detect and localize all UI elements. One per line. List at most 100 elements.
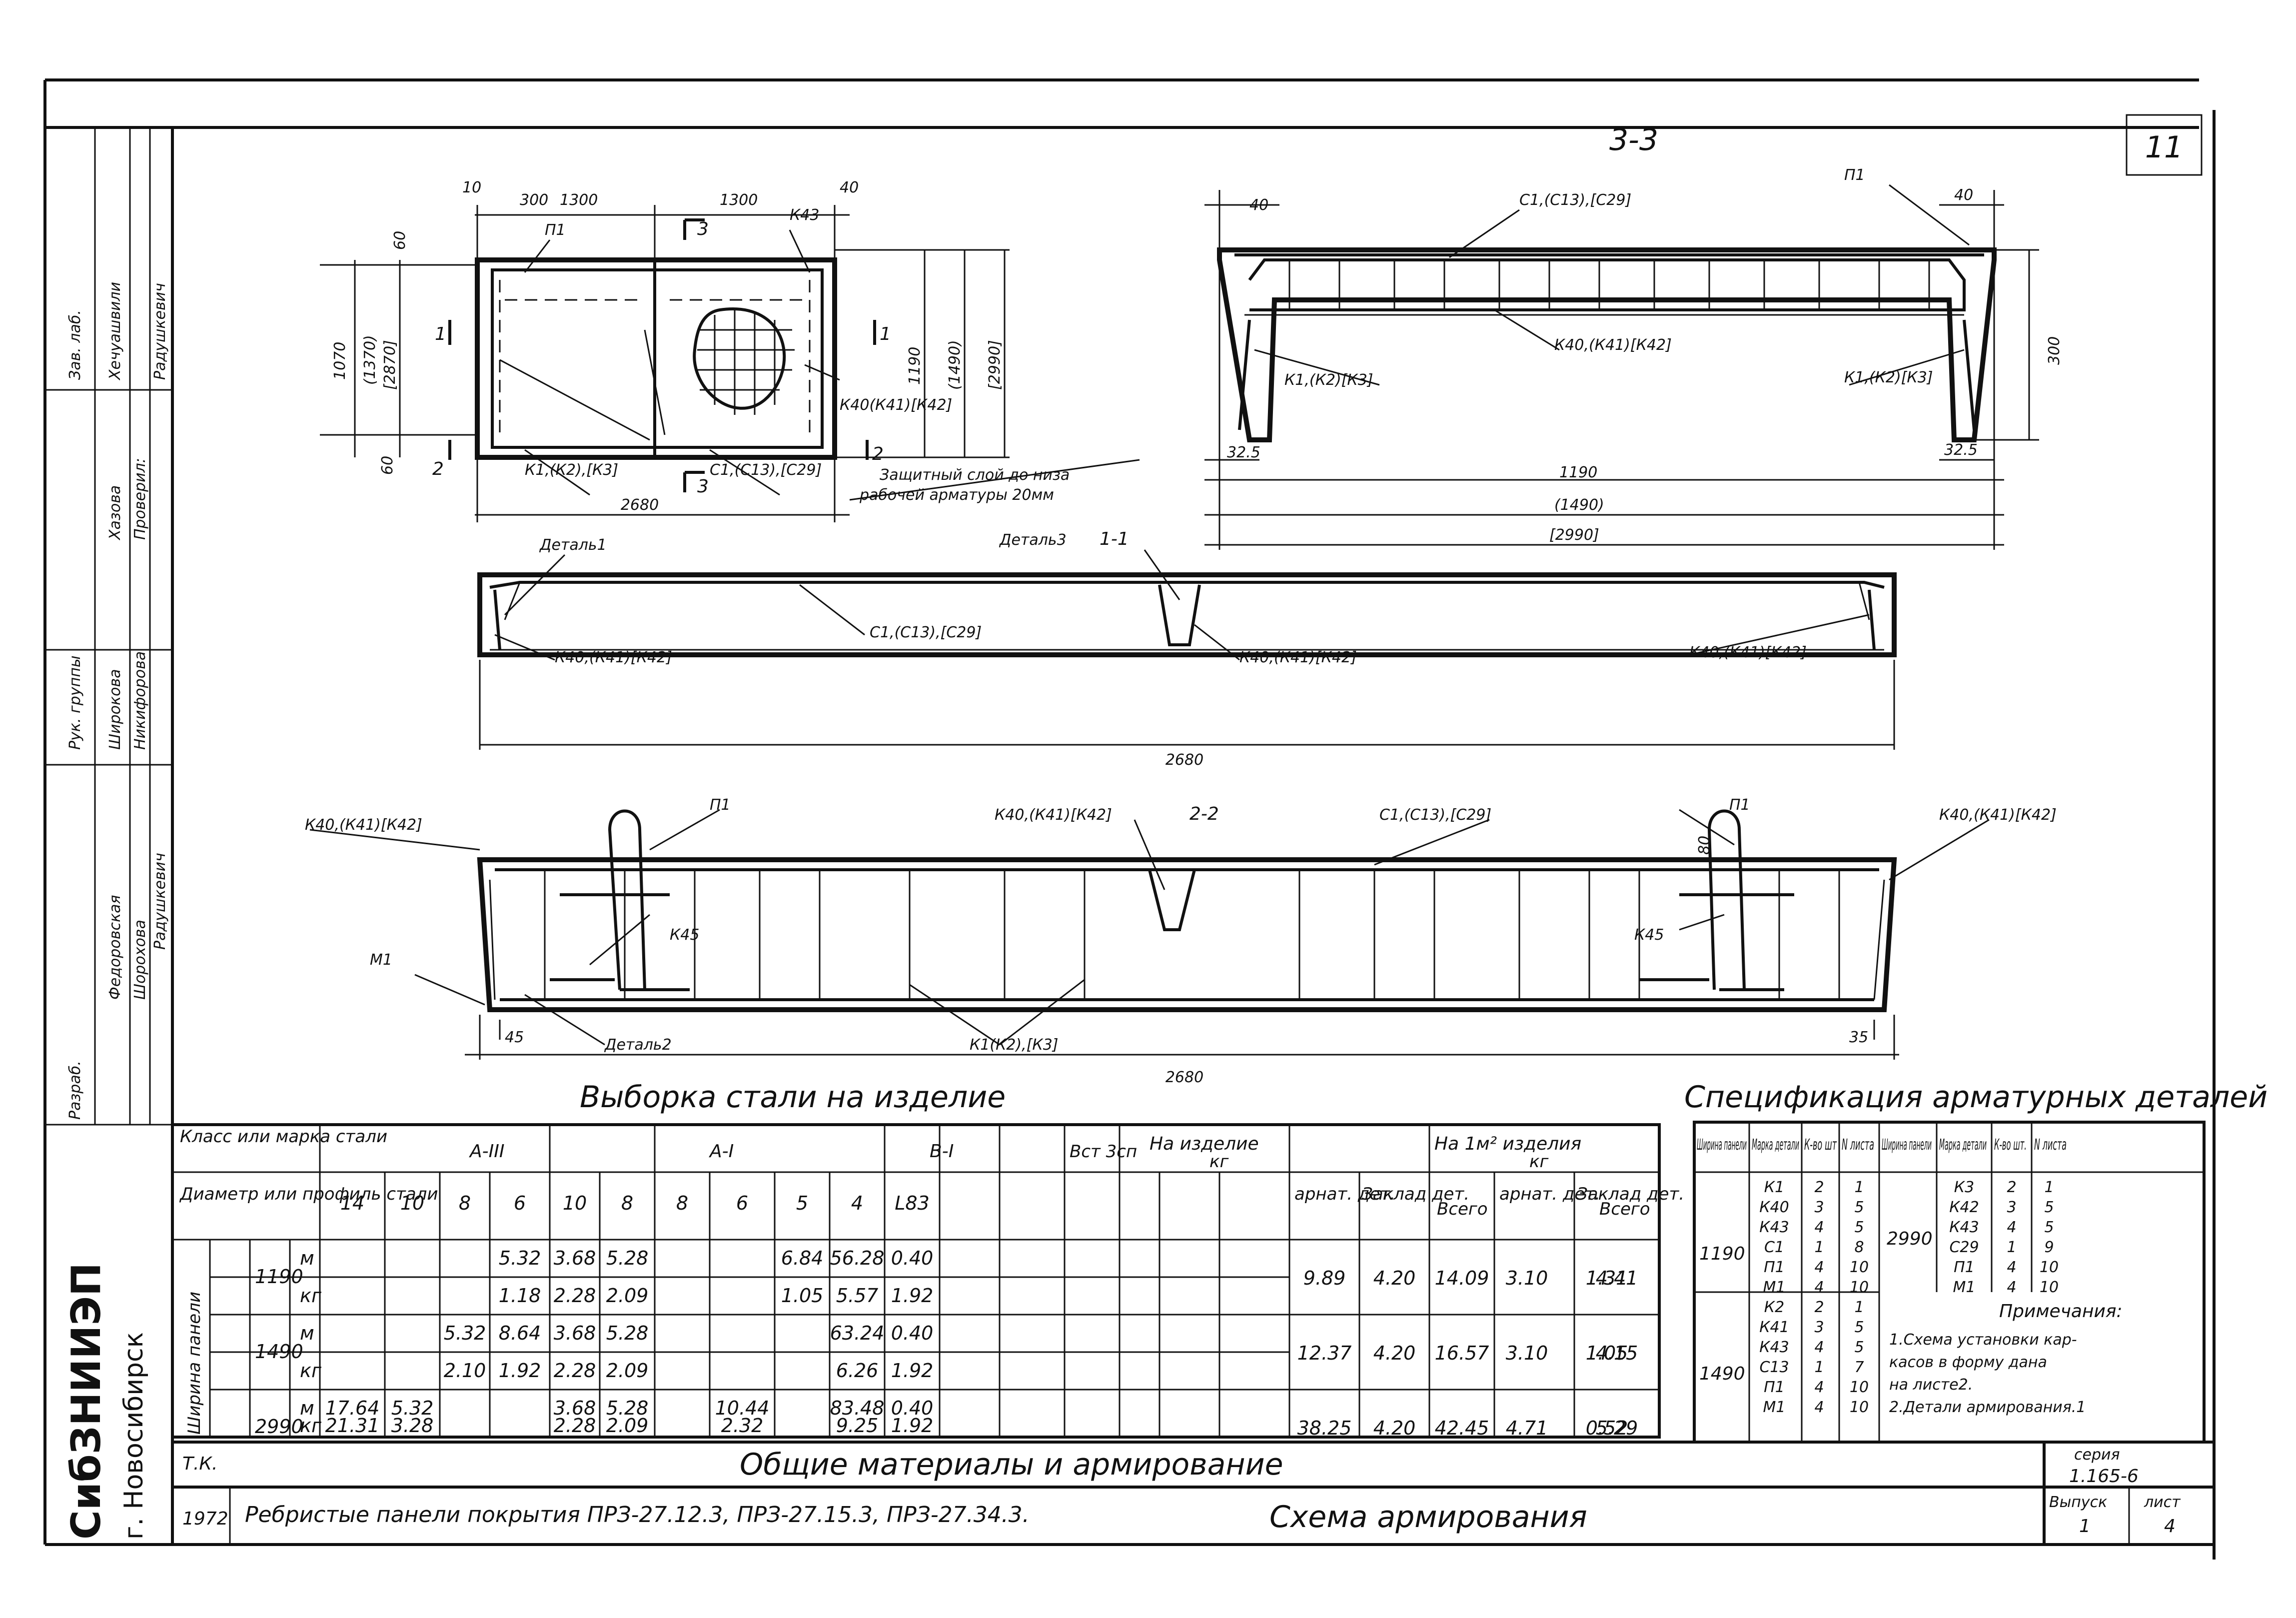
spec-panel-width: 2990 [1887,1229,1933,1249]
signature-name: Никифорова [131,651,149,750]
steel-cell: 2.32 [721,1415,764,1437]
section-2-2-label: К45 [670,926,699,944]
steel-total-cell: 3.10 [1506,1342,1548,1364]
section-3-3-width: 1190 [1559,464,1597,481]
plan-dim-right: (1490) [946,340,964,390]
spec-cell: 10 [1850,1279,1869,1296]
steel-total-cell: 1.31 [1586,1267,1628,1289]
plan-dim-left: 1070 [331,342,349,380]
spec-cell: С13 [1759,1359,1789,1376]
spec-cell: 10 [2040,1279,2059,1296]
spec-cell: 3 [1814,1199,1824,1216]
signature-labels: Зав. лаб. Хечуашвили Хазова Проверил: Ра… [66,282,169,1120]
steel-group-header: А-I [709,1141,734,1162]
steel-cell: 2.09 [606,1415,649,1437]
spec-header: N листа [2034,1136,2067,1154]
spec-header: Ширина панели [1882,1136,1932,1154]
steel-width-header: Ширина панели [184,1292,204,1435]
spec-cell: К43 [1759,1339,1789,1356]
spec-cell: К40 [1759,1199,1789,1216]
spec-cell: К43 [1949,1219,1979,1236]
steel-cell: 1.92 [891,1360,934,1382]
steel-panel-width: 1490 [255,1341,303,1363]
spec-cell: М1 [1763,1399,1786,1416]
steel-unit: м [300,1397,314,1419]
series-value: 1.165-6 [2069,1466,2139,1487]
steel-total-cell: 9.89 [1303,1267,1346,1289]
section-mark: 1 [435,324,446,344]
spec-cell: 5 [1854,1199,1864,1216]
steel-cell: 10.44 [715,1397,770,1419]
section-3-3-dim: 32.5 [1227,444,1260,461]
spec-cell: 4 [1814,1259,1824,1276]
section-3-3-dim: 300 [2046,336,2063,365]
steel-cell: 6.26 [836,1360,879,1382]
steel-unit: м [300,1247,314,1269]
steel-cell: 5.28 [606,1247,649,1269]
section-3-3-dim: 40 [1249,196,1268,214]
section-1-1-title: 1-1 [1100,529,1129,549]
steel-total-cell: 42.45 [1435,1417,1489,1439]
spec-cell: К42 [1949,1199,1979,1216]
organization-stamp: СибЗНИИЭП г. Новосибирск [63,1263,149,1540]
section-mark: 2 [432,459,444,479]
spec-cell: М1 [1953,1279,1976,1296]
steel-total-cell: 1.05 [1586,1342,1628,1364]
plan-note: рабочей арматуры 20мм [859,486,1054,504]
spec-cell: 10 [1850,1379,1869,1396]
steel-total-cell: 16.57 [1435,1342,1489,1364]
plan-dim-right: 1190 [906,347,924,385]
spec-cell: С29 [1949,1239,1979,1256]
spec-note: на листе2. [1889,1376,1973,1394]
steel-class-header: Класс или марка стали [180,1127,387,1147]
section-2-2-label: П1 [710,796,731,814]
signature-role: Рук. группы [66,655,84,750]
steel-cell: 1.05 [781,1285,824,1307]
section-2-2-label: К40,(К41)[К42] [995,806,1112,824]
steel-diameter: 10 [400,1192,424,1214]
section-3-3-width: [2990] [1549,526,1599,544]
steel-cell: 56.28 [830,1247,885,1269]
steel-subheaders: арнат. дет. Заклад дет. Всего арнат. дет… [1294,1184,1684,1219]
spec-cell: К2 [1764,1299,1784,1316]
steel-total-cell: 4.20 [1373,1267,1416,1289]
steel-total-cell: 4.15 [1596,1342,1638,1364]
steel-cell: 6.84 [781,1247,824,1269]
plan-label: К43 [790,206,819,224]
section-mark: 2 [872,444,884,464]
steel-per-m2-header: На 1м² изделия [1434,1134,1581,1154]
plan-label: С1,(С13),[С29] [710,461,822,479]
steel-cell: 3.28 [391,1415,434,1437]
spec-cell: К1 [1764,1179,1784,1196]
spec-cell: П1 [1764,1379,1785,1396]
steel-diameter: 14 [340,1192,364,1214]
spec-cell: 4 [1814,1279,1824,1296]
section-2-2-label: Деталь2 [604,1036,672,1054]
steel-cell: 9.25 [836,1415,879,1437]
spec-header: Марка детали [1939,1136,1987,1154]
steel-unit: кг [300,1285,322,1307]
spec-cell: 4 [1814,1219,1824,1236]
spec-cell: К43 [1759,1219,1789,1236]
steel-diameter: 4 [851,1192,863,1214]
signature-name: Федоровская [106,895,124,1000]
section-3-3-dim: 40 [1954,186,1973,204]
steel-diameter: 8 [459,1192,471,1214]
steel-total-cell: 5.29 [1596,1417,1638,1439]
sheet-value: 4 [2164,1516,2176,1537]
steel-cell: 5.32 [391,1397,434,1419]
steel-cell: 3.68 [554,1247,596,1269]
steel-cell: 2.28 [554,1360,596,1382]
title-block-tk: Т.К. [182,1454,217,1474]
section-1-1 [477,549,1897,750]
title-block-year: 1972 [182,1509,228,1529]
steel-cell: 0.40 [891,1322,934,1344]
steel-table-title: Выборка стали на изделие [580,1080,1006,1115]
spec-cell: 2 [1814,1179,1824,1196]
spec-header: К-во шт. [1994,1136,2027,1154]
spec-note: 2.Детали армирования.1 [1889,1399,2086,1416]
steel-total-cell: 4.71 [1506,1417,1548,1439]
title-block-drawing: Схема армирования [1269,1500,1587,1535]
